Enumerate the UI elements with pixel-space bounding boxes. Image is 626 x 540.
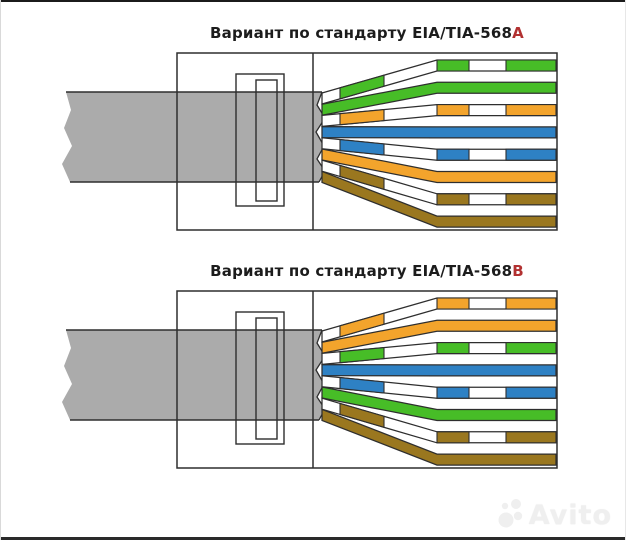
wire-stripe-white-blue-0: [339, 138, 385, 156]
wire-stripe-white-green-0: [339, 346, 385, 364]
wire-stripe-white-brown-0: [339, 402, 385, 429]
diagram-eia-tia-568a: [62, 52, 558, 231]
wire-stripe-white-blue-0: [339, 376, 385, 394]
wire-white-blue: [321, 137, 557, 161]
wire-stripe-white-green-1: [436, 342, 470, 355]
photo-top-border: [0, 0, 626, 2]
wire-stripe-white-green-2: [505, 59, 557, 72]
wire-brown: [321, 408, 557, 466]
wire-stripe-white-green-1: [436, 59, 470, 72]
wire-white-brown: [321, 397, 557, 444]
wire-white-blue: [321, 375, 557, 399]
avito-watermark: Avito: [497, 498, 612, 532]
diagram-eia-tia-568b: [62, 290, 558, 469]
wire-stripe-white-brown-1: [436, 193, 470, 206]
cable-568b: [62, 330, 325, 420]
wire-stripe-white-orange-1: [436, 104, 470, 117]
wire-blue: [321, 363, 557, 377]
title-568b-text: Вариант по стандарту EIA/TIA-568: [210, 262, 513, 280]
wire-stripe-white-blue-1: [436, 148, 470, 161]
connector-outline-568a: [176, 52, 558, 231]
wire-stripe-white-brown-0: [339, 164, 385, 191]
wire-white-orange: [321, 297, 557, 343]
title-568a-text: Вариант по стандарту EIA/TIA-568: [210, 24, 513, 42]
title-568a-accent: A: [512, 24, 524, 42]
wire-band-blue: [321, 363, 557, 377]
wire-band-blue: [321, 125, 557, 139]
latch-outer: [235, 73, 285, 207]
avito-watermark-text: Avito: [528, 499, 612, 531]
cable-568a: [62, 92, 325, 182]
wire-blue: [321, 125, 557, 139]
wire-brown: [321, 170, 557, 228]
wire-stripe-white-blue-1: [436, 386, 470, 399]
wire-band-brown: [321, 408, 557, 466]
avito-logo-icon: [498, 499, 522, 528]
wire-stripe-white-orange-0: [339, 312, 385, 338]
wire-stripe-white-blue-2: [505, 148, 557, 161]
photo-bottom-border: [0, 537, 626, 540]
wire-stripe-white-brown-2: [505, 193, 557, 206]
wire-stripe-white-orange-2: [505, 297, 557, 310]
wire-stripe-white-green-2: [505, 342, 557, 355]
wire-white-orange: [321, 103, 557, 128]
wire-white-green: [321, 341, 557, 366]
title-568b: Вариант по стандарту EIA/TIA-568B: [130, 262, 604, 280]
wire-stripe-white-brown-1: [436, 431, 470, 444]
connector-outline-568b: [176, 290, 558, 469]
wire-stripe-white-blue-2: [505, 386, 557, 399]
wire-stripe-white-brown-2: [505, 431, 557, 444]
wire-stripe-white-orange-1: [436, 297, 470, 310]
latch-inner: [255, 317, 278, 440]
title-568a: Вариант по стандарту EIA/TIA-568A: [130, 24, 604, 42]
wire-band-brown: [321, 170, 557, 228]
wire-stripe-white-orange-0: [339, 108, 385, 126]
latch-outer: [235, 311, 285, 445]
wire-stripe-white-orange-2: [505, 104, 557, 117]
wire-stripe-white-green-0: [339, 74, 385, 100]
title-568b-accent: B: [512, 262, 524, 280]
latch-inner: [255, 79, 278, 202]
photo-left-border: [0, 0, 1, 540]
